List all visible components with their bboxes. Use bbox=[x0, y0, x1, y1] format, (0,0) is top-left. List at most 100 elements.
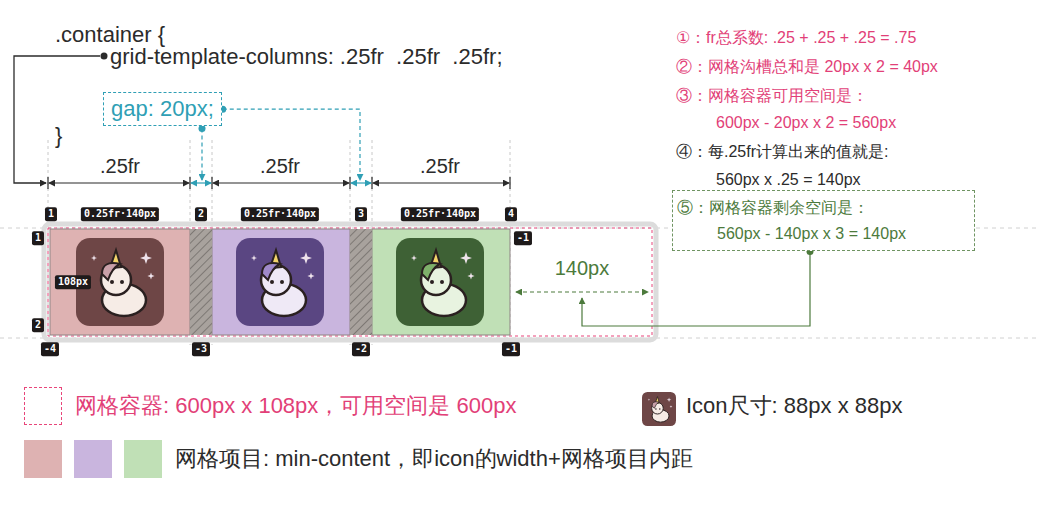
line-number: 3 bbox=[355, 207, 367, 221]
note: ③：网格容器可用空间是： bbox=[676, 87, 868, 105]
legend-swatch bbox=[24, 440, 62, 478]
unicorn-eye bbox=[110, 280, 114, 284]
dimension-label: 140px bbox=[553, 257, 612, 280]
note: ②：网格沟槽总和是 20px x 2 = 40px bbox=[676, 58, 938, 76]
legend-swatch bbox=[124, 440, 162, 478]
line-number: -2 bbox=[352, 342, 370, 356]
dimension-tick bbox=[371, 177, 372, 189]
node-text: gap: 20px; bbox=[111, 96, 214, 122]
dimension-tick bbox=[189, 177, 190, 189]
gap-arrow bbox=[191, 182, 211, 183]
line-number: 1 bbox=[45, 207, 57, 221]
guide-line bbox=[48, 140, 49, 345]
line-number: 2 bbox=[195, 207, 207, 221]
leader-line bbox=[223, 109, 360, 180]
line-number: -3 bbox=[192, 342, 210, 356]
grid-item bbox=[212, 229, 350, 335]
unicorn-head bbox=[652, 402, 664, 414]
track-size: 0.25fr·140px bbox=[241, 207, 319, 221]
dimension-tick bbox=[211, 177, 212, 189]
line-number: -1 bbox=[514, 231, 532, 245]
dimension-arrow bbox=[213, 182, 349, 183]
node-text: ⑤：网格容器剩余空间是： bbox=[677, 198, 962, 217]
legend-swatch bbox=[24, 387, 62, 425]
line-number: -4 bbox=[41, 342, 59, 356]
sparkle bbox=[460, 252, 472, 264]
sparkle bbox=[140, 252, 152, 264]
sparkle bbox=[251, 255, 257, 261]
note: ①：fr总系数: .25 + .25 + .25 = .75 bbox=[676, 29, 916, 47]
node-text: 560px - 140px x 3 = 140px bbox=[717, 224, 962, 243]
icon-ground bbox=[642, 392, 676, 426]
leader-line bbox=[201, 128, 202, 180]
unicorn-icon bbox=[642, 392, 676, 426]
sparkle bbox=[147, 272, 154, 279]
code-line: } bbox=[55, 123, 62, 148]
unicorn-eye bbox=[440, 280, 444, 284]
unicorn-mane bbox=[422, 263, 440, 280]
sparkle bbox=[411, 255, 417, 261]
note: 560px x .25 = 140px bbox=[716, 171, 861, 189]
unicorn-eye bbox=[430, 280, 434, 284]
remaining-arrow bbox=[516, 291, 648, 292]
dimension-arrow bbox=[373, 182, 509, 183]
icon-sample bbox=[642, 392, 676, 426]
pointer-dot bbox=[101, 53, 108, 60]
icon-ground bbox=[236, 238, 324, 326]
leader-line bbox=[582, 251, 810, 326]
unicorn-icon bbox=[396, 238, 484, 326]
dimension-tick bbox=[509, 177, 510, 189]
dimension-label: .25fr bbox=[418, 155, 462, 178]
legend-text: 网格项目: min-content，即icon的width+网格项目内距 bbox=[175, 446, 693, 471]
unicorn-eye bbox=[120, 280, 124, 284]
track-size: 0.25fr·140px bbox=[401, 207, 479, 221]
code-box: gap: 20px; bbox=[103, 92, 222, 126]
line-number: 4 bbox=[505, 207, 517, 221]
container-outline bbox=[44, 224, 656, 340]
unicorn-icon bbox=[236, 238, 324, 326]
unicorn-eye bbox=[270, 280, 274, 284]
gap-arrow bbox=[351, 182, 371, 183]
row-size: 108px bbox=[55, 275, 91, 289]
dimension-arrow bbox=[49, 182, 189, 183]
sparkle bbox=[467, 272, 474, 279]
unicorn-eye bbox=[655, 408, 657, 410]
grid-container bbox=[48, 228, 652, 336]
legend-icon bbox=[642, 392, 676, 426]
sparkle bbox=[667, 397, 672, 402]
note-box: ⑤：网格容器剩余空间是： 560px - 140px x 3 = 140px bbox=[672, 190, 975, 251]
sparkle bbox=[307, 272, 314, 279]
track-size: 0.25fr·140px bbox=[81, 207, 159, 221]
unicorn-mane bbox=[652, 402, 659, 409]
sparkle bbox=[300, 252, 312, 264]
dimension-label: .25fr bbox=[98, 155, 142, 178]
grid-item bbox=[372, 229, 510, 335]
note: ④：每.25fr计算出来的值就是: bbox=[676, 143, 888, 161]
legend-text: Icon尺寸: 88px x 88px bbox=[686, 393, 902, 418]
note: 600px - 20px x 2 = 560px bbox=[716, 114, 896, 132]
sparkle bbox=[648, 399, 650, 401]
grid-gap bbox=[350, 229, 372, 335]
line-number: 2 bbox=[32, 318, 44, 332]
pointer-line bbox=[14, 56, 100, 183]
icon-ground bbox=[396, 238, 484, 326]
dimension-tick bbox=[349, 177, 350, 189]
unicorn-eye bbox=[659, 408, 661, 410]
line-number: 1 bbox=[32, 231, 44, 245]
grid-item bbox=[50, 229, 190, 335]
dimension-label: .25fr bbox=[258, 155, 302, 178]
unicorn-mane bbox=[262, 263, 280, 280]
legend-swatch bbox=[74, 440, 112, 478]
dimension-tick bbox=[47, 177, 48, 189]
sparkle bbox=[91, 255, 97, 261]
code-line: grid-template-columns: .25fr .25fr .25fr… bbox=[110, 44, 503, 69]
line-number: -1 bbox=[502, 342, 520, 356]
legend-text: 网格容器: 600px x 108px，可用空间是 600px bbox=[75, 393, 516, 418]
unicorn-eye bbox=[280, 280, 284, 284]
sparkle bbox=[670, 405, 673, 408]
grid-gap bbox=[190, 229, 212, 335]
unicorn-mane bbox=[102, 263, 120, 280]
code-line: .container { bbox=[55, 22, 165, 47]
